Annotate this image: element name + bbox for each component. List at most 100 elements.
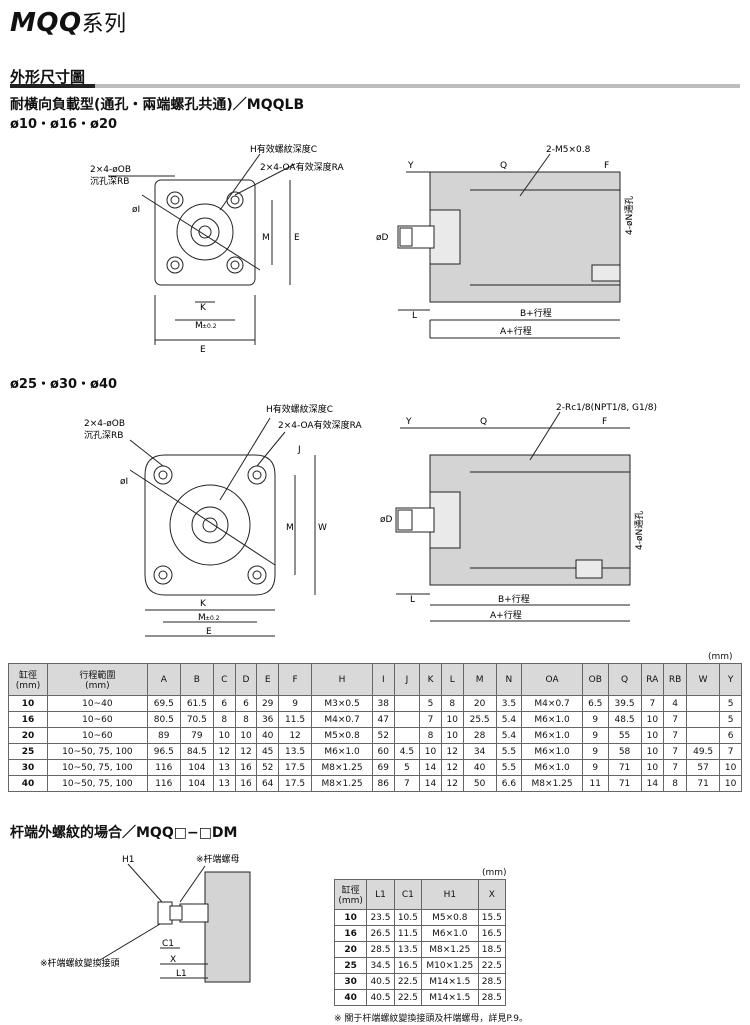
table-cell: 10: [640, 759, 665, 776]
b-stroke-label: B+行程: [520, 307, 552, 319]
table-header-cell: E: [256, 663, 280, 696]
table-cell: 55: [607, 727, 642, 744]
table-cell: 12: [278, 727, 313, 744]
table-cell: 34: [462, 743, 497, 760]
table-header-cell: C1: [393, 879, 423, 910]
table-header-cell: F: [278, 663, 313, 696]
table-cell: M5×0.8: [421, 909, 479, 926]
table-cell: 7: [663, 727, 688, 744]
table-cell: 7: [663, 743, 688, 760]
table-cell: 6: [719, 727, 742, 744]
table-cell: 3.5: [495, 695, 523, 712]
table-header-cell: RB: [663, 663, 688, 696]
table-cell: 45: [256, 743, 280, 760]
table-cell: [393, 695, 421, 712]
dim-f-large: F: [602, 417, 607, 427]
dim-j: J: [297, 445, 301, 455]
table-cell: 14: [419, 759, 442, 776]
table-cell: M4×0.7: [521, 695, 583, 712]
dim-y-large: Y: [405, 417, 412, 427]
table-header-cell: 行程範圍 (mm): [47, 663, 148, 696]
series-code: MQQ: [10, 8, 82, 38]
table-header-cell: A: [146, 663, 181, 696]
table-cell: 9: [278, 695, 313, 712]
dim-e-large: E: [206, 627, 212, 637]
table-cell: 30: [7, 759, 49, 776]
b-stroke-label-large: B+行程: [498, 593, 530, 605]
table-header-cell: 缸徑 (mm): [7, 663, 49, 696]
table-cell: 12: [234, 743, 258, 760]
table-cell: 10: [333, 909, 368, 926]
table-cell: 12: [440, 775, 464, 792]
table-cell: 25: [333, 957, 368, 974]
table-cell: 9: [582, 743, 609, 760]
table-header-cell: W: [686, 663, 721, 696]
a-stroke-label-large: A+行程: [490, 609, 522, 621]
table-cell: 5.5: [495, 759, 523, 776]
table-cell: 30: [333, 973, 368, 990]
table-cell: 104: [179, 775, 214, 792]
table-cell: 26.5: [366, 925, 395, 942]
table-cell: 23.5: [366, 909, 395, 926]
table-cell: 8: [212, 711, 236, 728]
table-cell: [393, 711, 421, 728]
table-cell: 52: [371, 727, 395, 744]
table-cell: 10~50, 75, 100: [47, 775, 148, 792]
table-cell: 40: [462, 759, 497, 776]
table-cell: 16: [7, 711, 49, 728]
table-cell: 14: [419, 775, 442, 792]
dim-e-bottom: E: [200, 345, 206, 355]
rod-nut-label: ※杆端螺母: [196, 853, 240, 865]
h1-label: H1: [122, 855, 135, 865]
table-header-cell: Q: [607, 663, 642, 696]
table-cell: 10: [419, 743, 442, 760]
table-cell: 10: [719, 759, 742, 776]
table-cell: 5: [419, 695, 442, 712]
table-header-cell: RA: [640, 663, 665, 696]
table-header-cell: H1: [421, 879, 479, 910]
table-cell: [686, 727, 721, 744]
table-cell: 89: [146, 727, 181, 744]
table-cell: M8×1.25: [421, 941, 479, 958]
table-cell: 40: [256, 727, 280, 744]
table-cell: 38: [371, 695, 395, 712]
rod-end-note: ※ 關于杆端螺紋變換接頭及杆端螺母，詳見P.9。: [334, 1014, 529, 1024]
table-cell: 28.5: [477, 989, 507, 1006]
table-header-cell: K: [419, 663, 442, 696]
table-cell: 116: [146, 775, 181, 792]
table-cell: 10~50, 75, 100: [47, 743, 148, 760]
table-cell: M6×1.0: [521, 711, 583, 728]
table-cell: 69.5: [146, 695, 181, 712]
table-cell: 8: [440, 695, 464, 712]
table-cell: 13: [212, 759, 236, 776]
rod-end-section-title: 杆端外螺紋的場合／MQQ□−□DM: [10, 825, 238, 841]
dim-l-large: L: [410, 595, 415, 605]
table-cell: 17.5: [278, 759, 313, 776]
table-cell: 17.5: [278, 775, 313, 792]
table-cell: M5×0.8: [311, 727, 373, 744]
side-view-large-diagram: 2-Rc1/8(NPT1/8, G1/8) Y Q F øD L B+行程 A+…: [380, 400, 680, 625]
ob-hole-label: 2×4-øOB: [90, 165, 131, 175]
table-cell: 104: [179, 759, 214, 776]
table-cell: [686, 695, 721, 712]
table-cell: 22.5: [477, 957, 507, 974]
table-cell: 12: [212, 743, 236, 760]
table-cell: 22.5: [393, 989, 423, 1006]
dim-y: Y: [407, 161, 414, 171]
c1-label: C1: [162, 939, 174, 949]
table-cell: 14: [640, 775, 665, 792]
table-cell: 20: [462, 695, 497, 712]
front-view-small-diagram: 2×4-øOB 沉孔深RB H有效螺紋深度C 2×4-OA有效深度RA K M …: [80, 140, 344, 355]
table-cell: 7: [719, 743, 742, 760]
table-cell: 64: [256, 775, 280, 792]
table-cell: 9: [582, 711, 609, 728]
table-cell: 36: [256, 711, 280, 728]
table-header-cell: L: [440, 663, 464, 696]
table-cell: M14×1.5: [421, 989, 479, 1006]
